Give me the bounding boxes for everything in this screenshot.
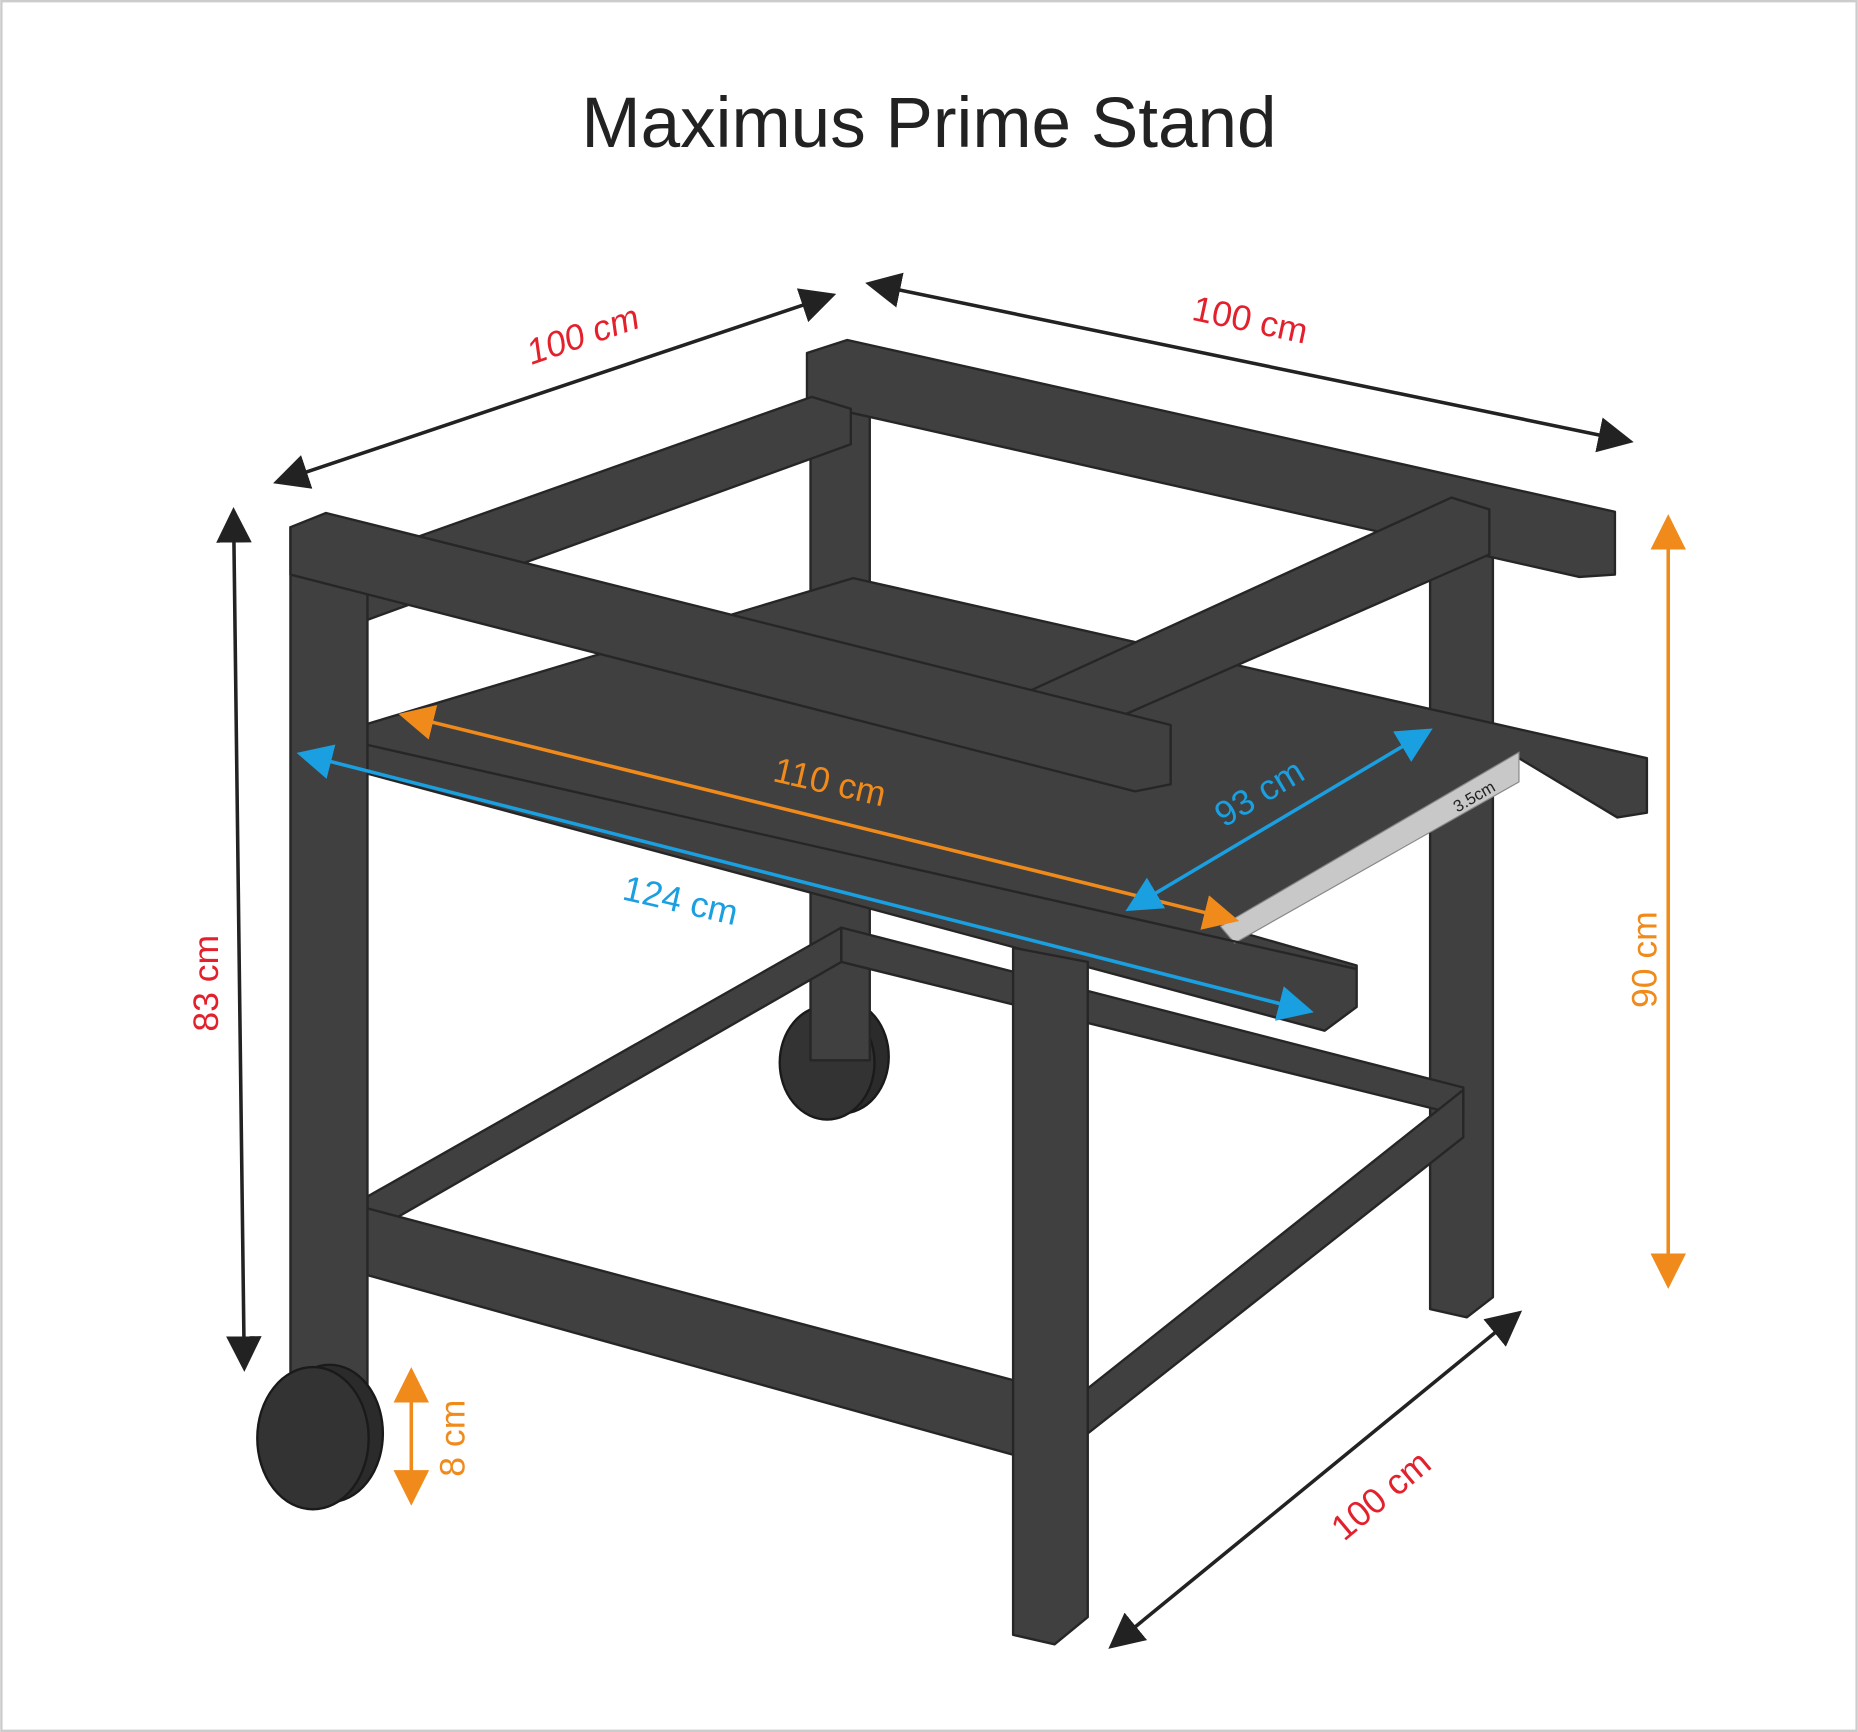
label-right-height: 90 cm — [1624, 911, 1664, 1008]
label-left-height: 83 cm — [186, 935, 226, 1032]
dim-top-left-arrow — [273, 288, 837, 489]
back-right-leg — [1428, 508, 1495, 1319]
dim-top-back-arrow — [865, 272, 1634, 453]
dim-left-height-arrow — [216, 507, 262, 1372]
front-wheel-face — [256, 1365, 370, 1511]
front-right-leg — [1011, 946, 1089, 1646]
title: Maximus Prime Stand — [581, 84, 1276, 163]
dim-bottom-depth-arrow — [1108, 1310, 1523, 1649]
front-left-leg — [289, 525, 369, 1388]
dim-front-rail-arrow — [296, 744, 1314, 1021]
label-wheel: 8 cm — [433, 1400, 473, 1477]
